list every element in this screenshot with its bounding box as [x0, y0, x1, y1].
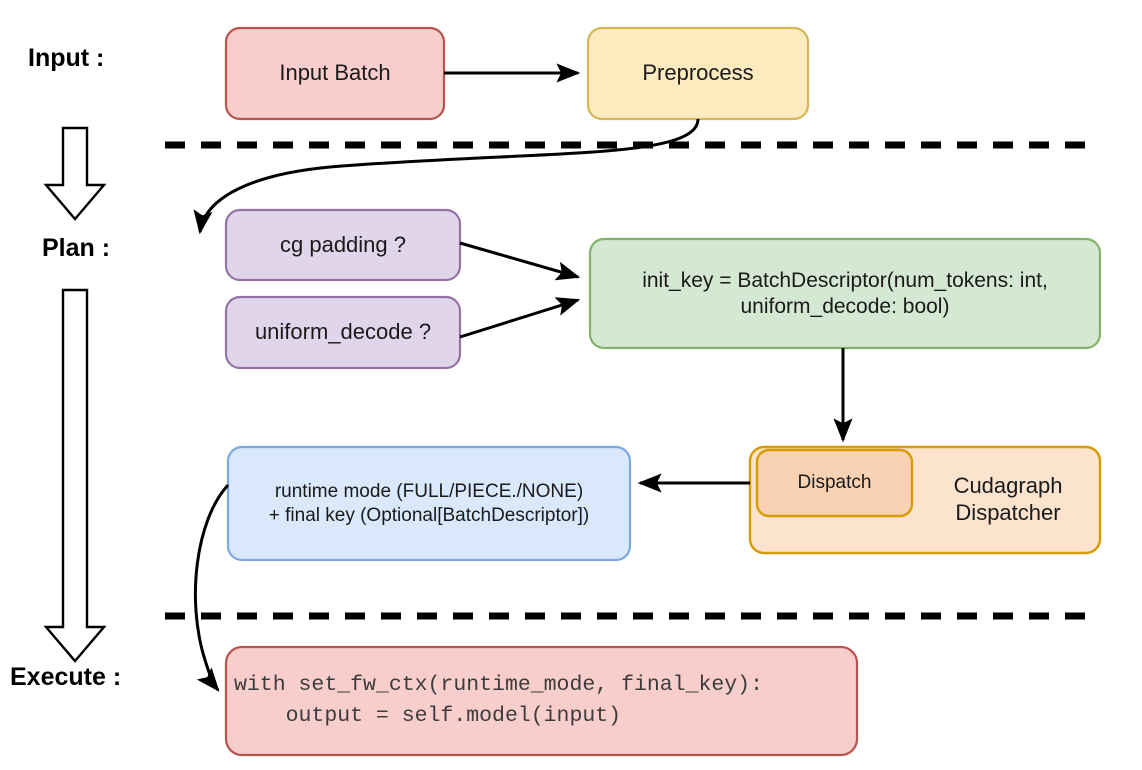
node-execute-code[interactable] — [224, 645, 859, 757]
edge-cg-padding-to-init-key — [459, 241, 581, 281]
edge-preprocess-to-cg-padding — [193, 118, 700, 235]
node-input-batch[interactable] — [224, 26, 446, 121]
edge-uniform-decode-to-init-key — [459, 297, 581, 339]
stage-label-plan: Plan : — [42, 234, 111, 262]
node-preprocess[interactable] — [586, 26, 810, 121]
node-dispatch[interactable] — [755, 448, 914, 518]
node-init-key[interactable] — [588, 237, 1102, 350]
plan-to-execute-block-arrow — [43, 288, 107, 663]
node-uniform-decode[interactable] — [224, 295, 462, 370]
edge-runtime-mode-to-execute-code — [193, 483, 230, 692]
stage-label-execute: Execute : — [10, 663, 122, 691]
input-to-plan-block-arrow — [43, 126, 107, 221]
node-runtime-mode[interactable] — [226, 445, 632, 562]
stage-label-input: Input : — [28, 44, 105, 72]
node-cg-padding[interactable] — [224, 208, 462, 282]
